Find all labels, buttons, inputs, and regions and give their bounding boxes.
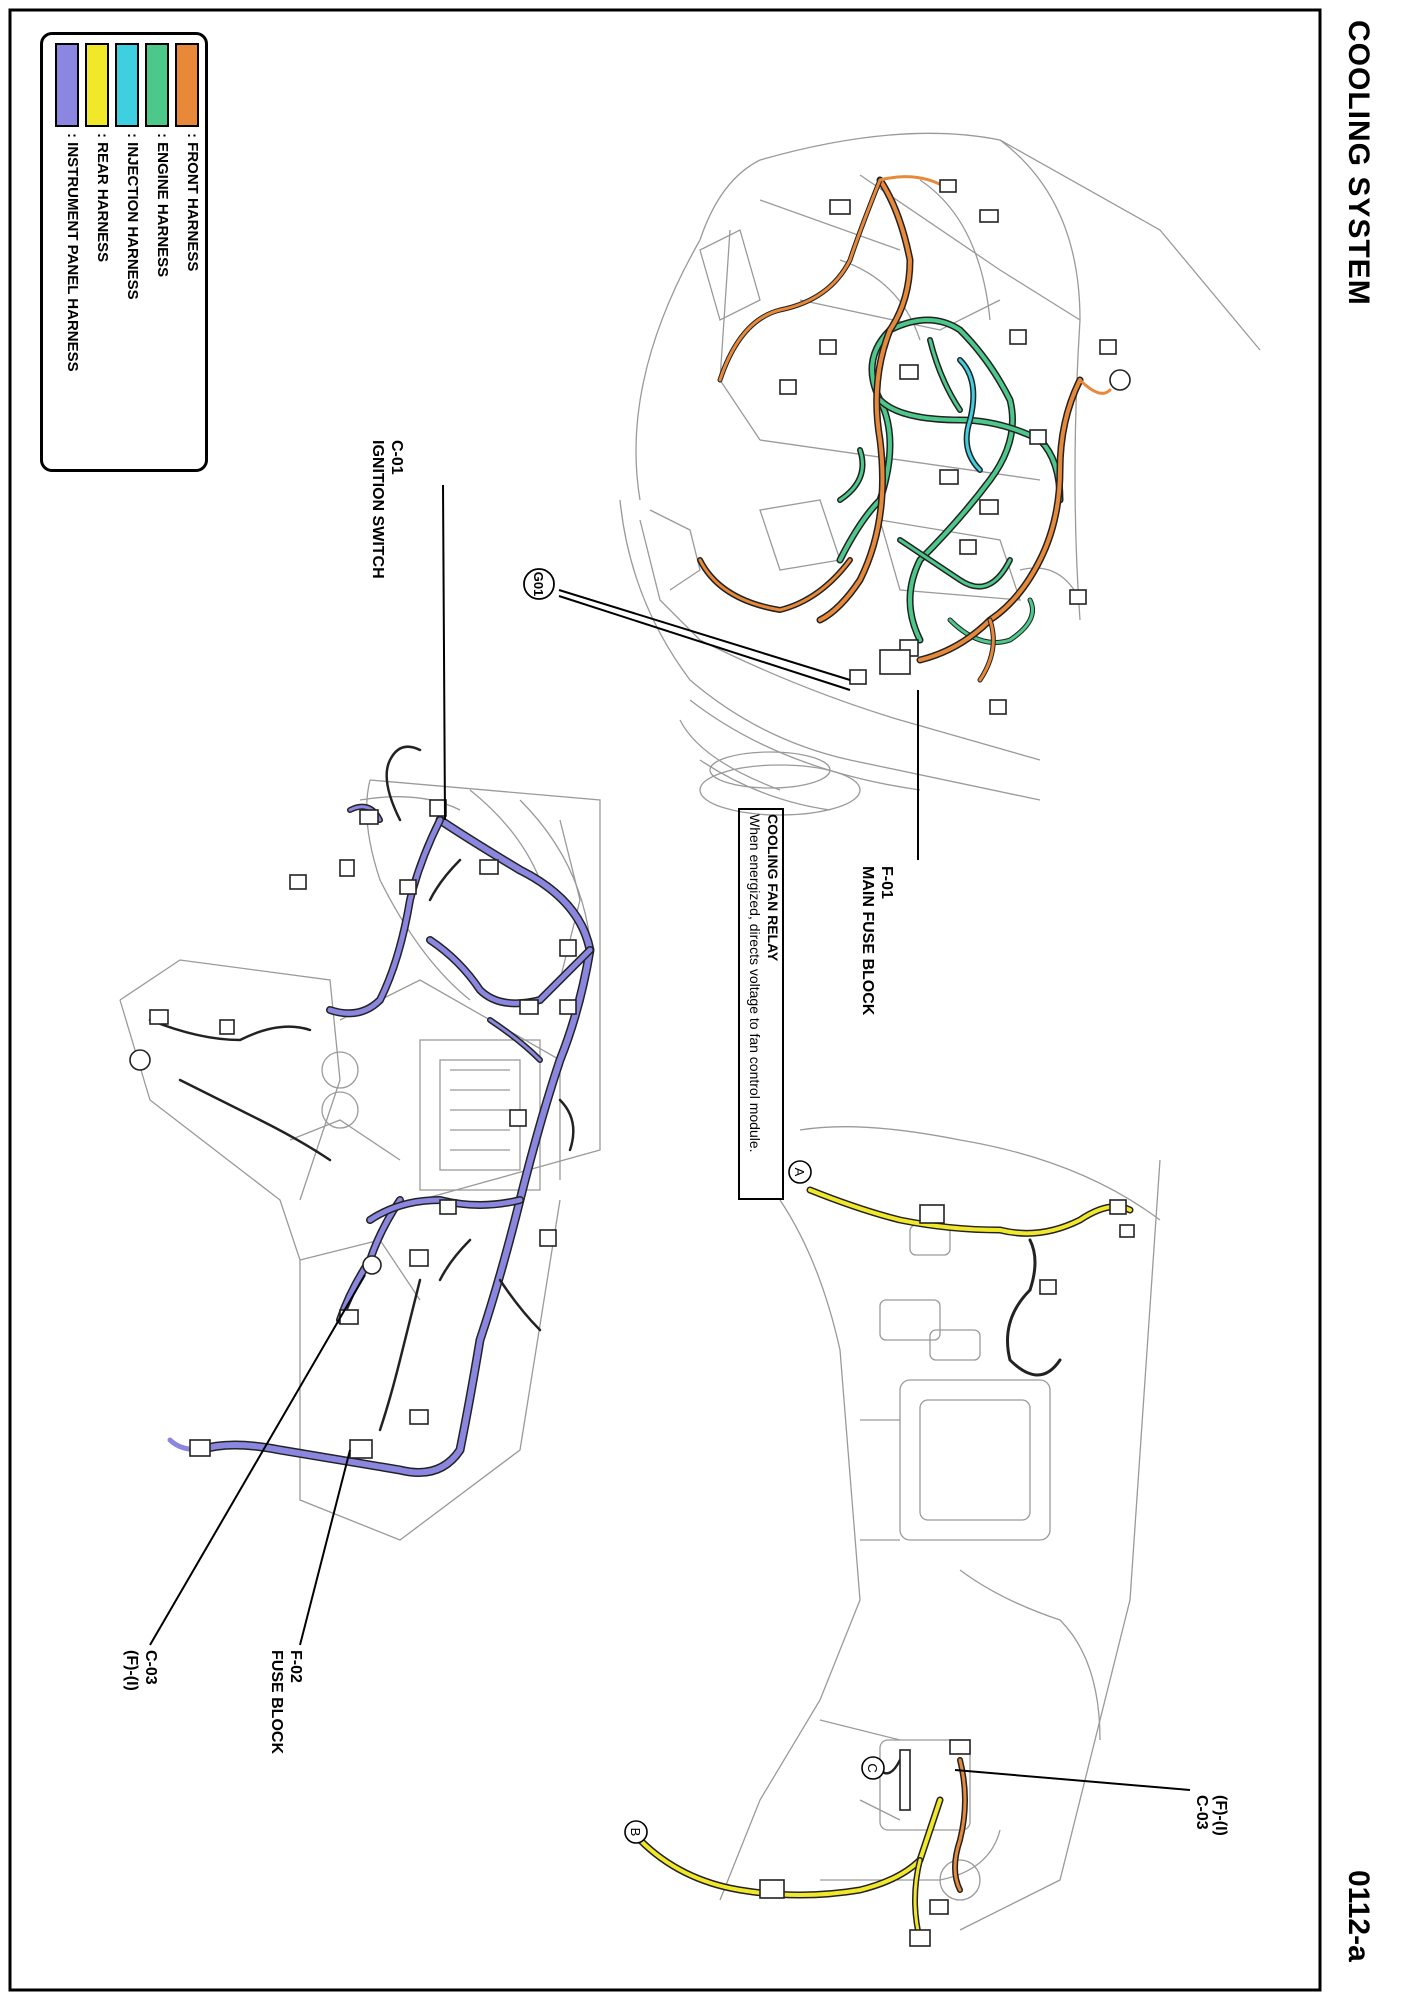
legend-swatch-instrument-panel: [55, 43, 79, 127]
engine-harness-routing: [836, 316, 1064, 645]
injection-harness-routing: [957, 357, 983, 473]
page-border: [8, 8, 1322, 1992]
ground-g01: G01: [523, 568, 555, 600]
legend-swatch-front: [175, 43, 199, 127]
callout-connector-c03-right: (F)-(I) C-03: [1192, 1795, 1230, 1836]
marker-c-label: C: [865, 1763, 880, 1772]
instrument-panel-connectors: [129, 799, 577, 1459]
callout-fuse-block-code: F-02: [287, 1650, 304, 1683]
marker-a: A: [788, 1160, 812, 1184]
legend-item-instrument-panel: : INSTRUMENT PANEL HARNESS: [55, 43, 83, 372]
cabin-floor-connectors: [759, 1199, 1135, 1947]
page-number: 0112-a: [1342, 1870, 1375, 1962]
legend-label-injection: : INJECTION HARNESS: [124, 133, 141, 300]
callout-fuse-block-name: FUSE BLOCK: [268, 1650, 285, 1754]
callout-main-fuse-block-name: MAIN FUSE BLOCK: [859, 866, 876, 1016]
front-harness-routing: [697, 175, 1112, 683]
callout-main-fuse-block: F-01 MAIN FUSE BLOCK: [858, 866, 896, 1015]
legend-label-engine: : ENGINE HARNESS: [154, 133, 171, 278]
instrument-panel-sub-harness: [148, 745, 575, 1432]
ground-g01-label: G01: [531, 572, 546, 597]
legend-item-engine: : ENGINE HARNESS: [145, 43, 173, 277]
cooling-fan-relay-note: COOLING FAN RELAY When energized, direct…: [738, 808, 784, 1200]
legend-swatch-injection: [115, 43, 139, 127]
legend-swatch-rear: [85, 43, 109, 127]
callout-fuse-block: F-02 FUSE BLOCK: [267, 1650, 305, 1754]
callout-connector-c03-left-name: (F)-(I): [123, 1650, 140, 1691]
callout-connector-c03-left: C-03 (F)-(I): [122, 1650, 160, 1691]
page-title: COOLING SYSTEM: [1342, 20, 1375, 306]
marker-c: C: [861, 1756, 885, 1780]
callout-ignition-switch-code: C-01: [388, 440, 405, 475]
cabin-floor-outline: [719, 1126, 1161, 1931]
callout-main-fuse-block-code: F-01: [878, 866, 895, 899]
callout-leaders: [149, 484, 1191, 1791]
legend-item-injection: : INJECTION HARNESS: [115, 43, 143, 300]
marker-a-label: A: [792, 1168, 807, 1177]
legend-item-front: : FRONT HARNESS: [175, 43, 203, 271]
legend-label-rear: : REAR HARNESS: [94, 133, 111, 263]
engine-bay-connectors: [779, 179, 1131, 715]
callout-ignition-switch-name: IGNITION SWITCH: [369, 440, 386, 579]
marker-b-label: B: [628, 1828, 643, 1837]
marker-b: B: [624, 1820, 648, 1844]
legend-swatch-engine: [145, 43, 169, 127]
legend-item-rear: : REAR HARNESS: [85, 43, 113, 262]
harness-legend: : FRONT HARNESS : ENGINE HARNESS : INJEC…: [40, 32, 208, 472]
note-text: When energized, directs voltage to fan c…: [747, 814, 763, 1153]
callout-ignition-switch: C-01 IGNITION SWITCH: [368, 440, 406, 579]
legend-label-instrument-panel: : INSTRUMENT PANEL HARNESS: [64, 133, 81, 372]
callout-connector-c03-left-code: C-03: [142, 1650, 159, 1685]
callout-connector-c03-right-name: C-03: [1193, 1795, 1210, 1830]
legend-label-front: : FRONT HARNESS: [184, 133, 201, 272]
callout-connector-c03-right-code: (F)-(I): [1212, 1795, 1229, 1836]
note-title: COOLING FAN RELAY: [765, 814, 781, 962]
rear-harness-routing: [636, 1186, 1134, 1943]
